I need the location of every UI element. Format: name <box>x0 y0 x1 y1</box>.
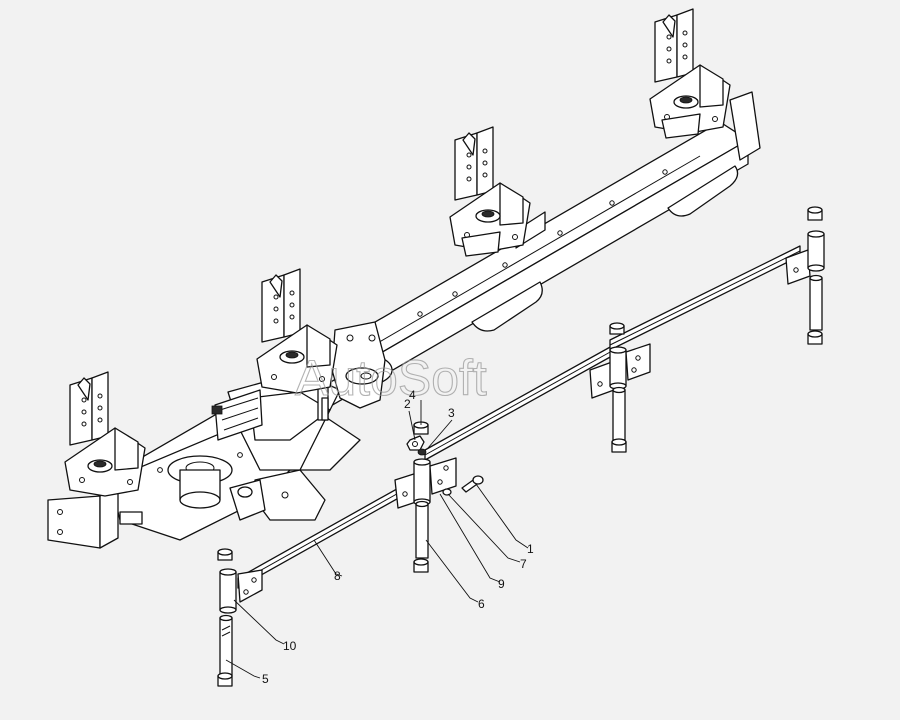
callout-3: 3 <box>448 406 455 420</box>
callout-1: 1 <box>527 542 534 556</box>
callout-6: 6 <box>478 597 485 611</box>
bracket-assembly-2 <box>256 268 338 394</box>
callout-leaders <box>225 400 529 679</box>
bracket-assembly-1 <box>64 371 146 497</box>
hinge-right-middle <box>589 343 651 399</box>
hinge-far-right <box>785 230 825 285</box>
watermark-text: AutoSoft <box>295 350 487 406</box>
callout-2: 2 <box>404 397 411 411</box>
swivel-hub <box>331 321 393 409</box>
callout-5: 5 <box>262 672 269 686</box>
link-bar-front <box>237 245 801 589</box>
callout-8: 8 <box>334 569 341 583</box>
callout-9: 9 <box>498 577 505 591</box>
hinge-left <box>219 568 263 614</box>
bracket-assembly-3 <box>449 126 531 257</box>
callout-10: 10 <box>283 639 297 653</box>
pins-and-fasteners <box>217 206 823 687</box>
hinge-middle <box>394 457 457 509</box>
callout-labels: 1 2 3 4 5 6 7 8 9 10 <box>262 388 534 686</box>
end-bracket-plate <box>47 485 143 549</box>
callout-7: 7 <box>520 557 527 571</box>
callout-4: 4 <box>409 388 416 402</box>
bracket-assembly-4 <box>649 8 731 139</box>
swing-arm-plate <box>229 469 326 521</box>
